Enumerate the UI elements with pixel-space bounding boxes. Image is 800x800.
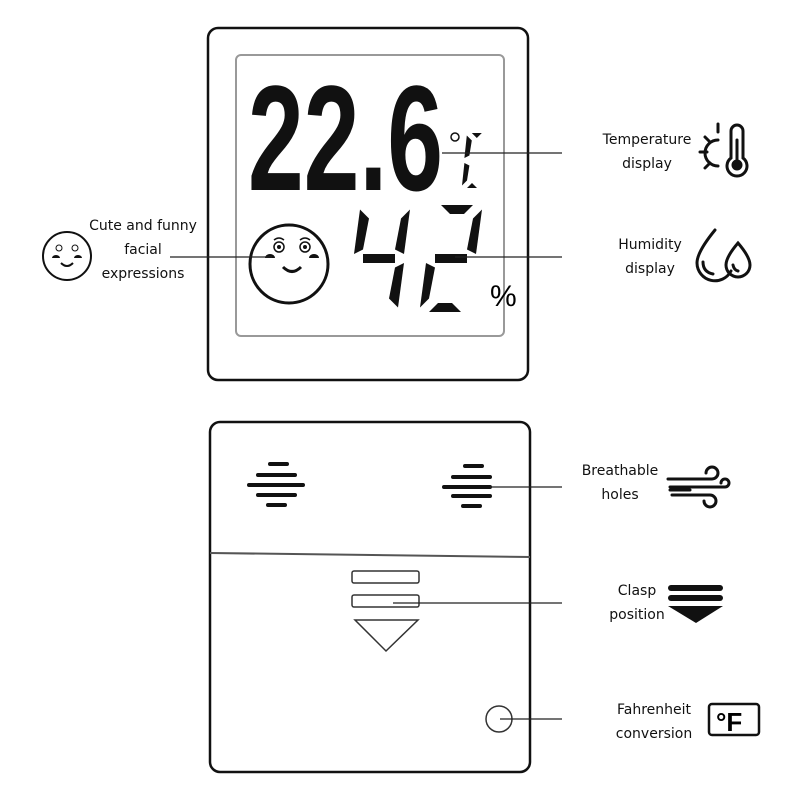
lcd-segment (467, 183, 477, 188)
wind-icon (666, 465, 731, 509)
lcd-segment (395, 209, 410, 254)
label-line: display (622, 156, 672, 172)
label-line: holes (601, 487, 639, 503)
vent-right (442, 464, 492, 508)
humidity-digits (354, 205, 482, 312)
clasp-arrow-icon (668, 585, 723, 623)
label-line: Breathable (581, 463, 659, 479)
label-line: Cute and funny (89, 218, 197, 234)
fahrenheit-label: Fahrenheit conversion (600, 698, 708, 746)
clasp-label: Clasp position (592, 579, 682, 627)
humidity-label: Humidity display (600, 233, 700, 281)
svg-text:°F: °F (716, 707, 742, 737)
sun-thermometer-icon (698, 122, 749, 178)
label-line: expressions (101, 266, 185, 282)
leader-lines (170, 152, 562, 720)
temperature-unit (450, 132, 482, 188)
lcd-segment (471, 133, 482, 138)
water-drops-icon (695, 228, 752, 283)
label-line: Clasp (617, 583, 657, 599)
temperature-label: Temperature display (592, 128, 702, 176)
label-line: position (609, 607, 665, 623)
lcd-segment (467, 209, 482, 254)
smiley-face-icon (42, 231, 92, 281)
temperature-value: 22.6 (248, 54, 443, 222)
lcd-segment (363, 254, 395, 263)
vent-left (247, 462, 305, 507)
percent-sign: % (490, 280, 517, 313)
breathable-label: Breathable holes (570, 459, 670, 507)
clasp (351, 570, 420, 653)
lcd-segment (462, 163, 470, 186)
lcd-segment (420, 263, 435, 308)
degree-symbol (450, 132, 460, 142)
lcd-face-icon (248, 223, 330, 305)
lcd-segment (464, 135, 472, 158)
label-line: conversion (615, 726, 693, 742)
lcd-segment (389, 263, 404, 308)
fahrenheit-icon: °F (707, 702, 761, 737)
lcd-segment (441, 205, 473, 214)
lcd-segment (354, 209, 369, 254)
label-line: Temperature (602, 132, 692, 148)
label-line: display (625, 261, 675, 277)
face-label: Cute and funny facial expressions (78, 214, 208, 286)
front-device: 22.6 % (206, 26, 530, 382)
label-line: Fahrenheit (616, 702, 692, 718)
back-device (208, 420, 532, 774)
label-line: facial (124, 242, 162, 258)
lcd-segment (429, 303, 461, 312)
lcd-segment (435, 254, 467, 263)
label-line: Humidity (618, 237, 682, 253)
